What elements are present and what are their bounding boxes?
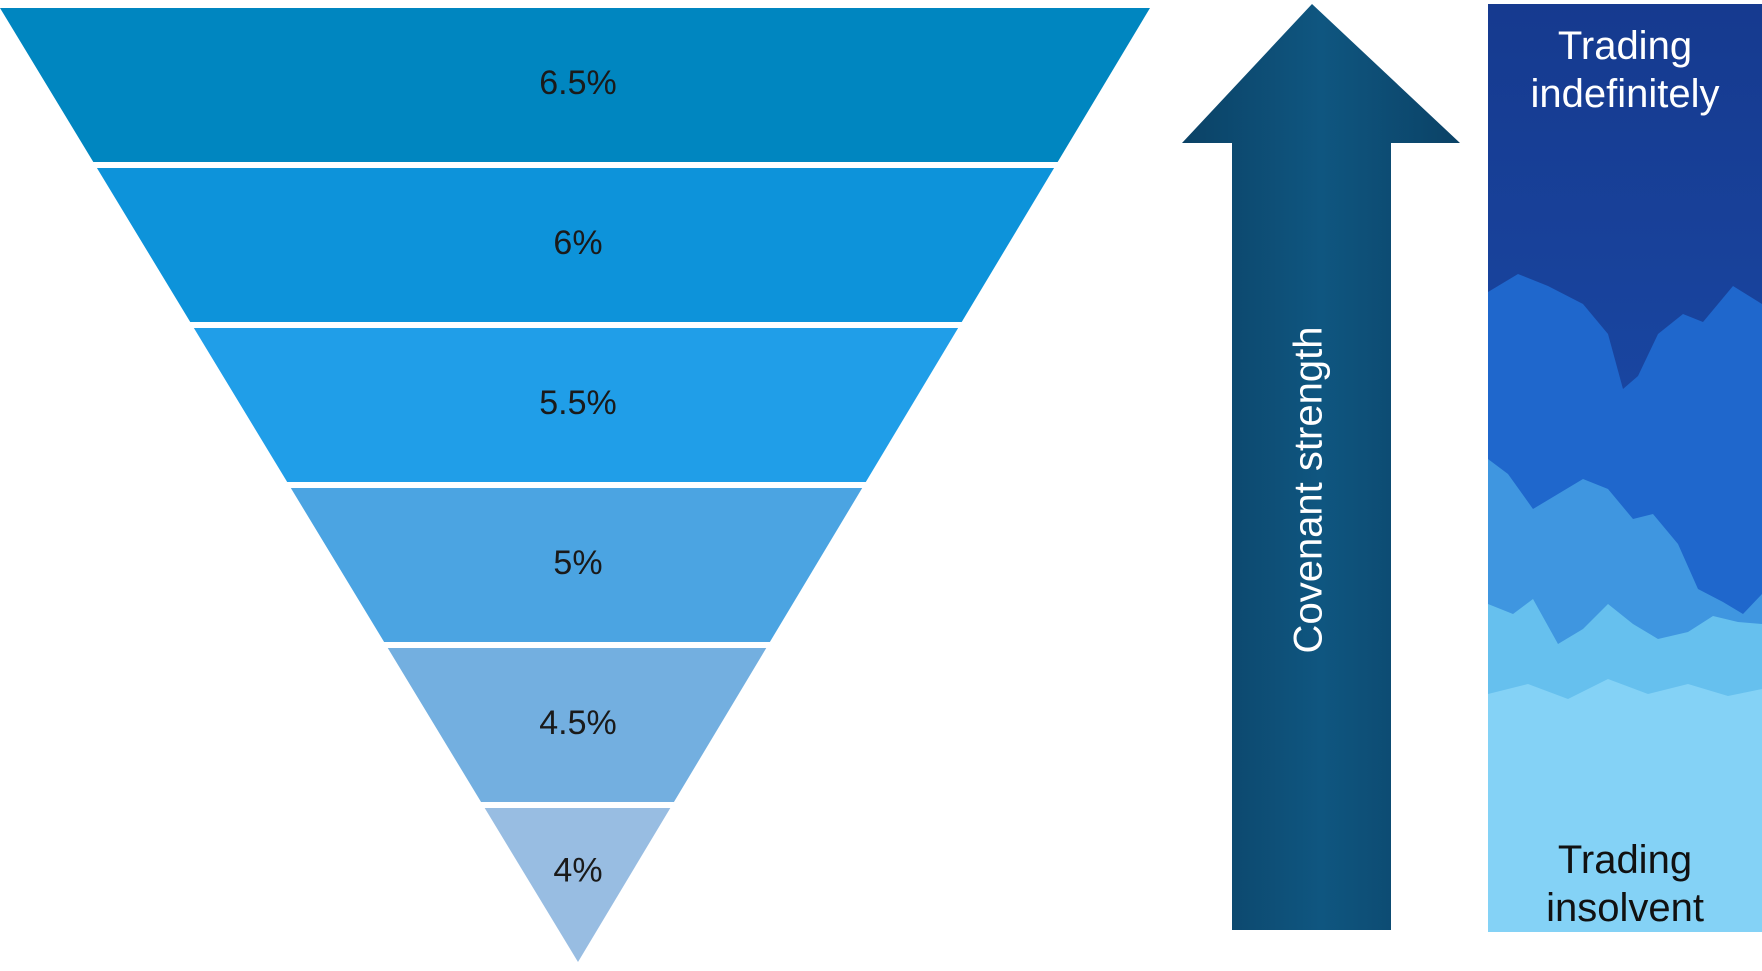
funnel-segment (193, 328, 959, 482)
funnel-segment (290, 488, 863, 642)
trading-insolvent-label: Trading insolvent (1546, 838, 1704, 930)
mountain-gradient-background (1488, 4, 1762, 932)
funnel-segment-label: 4% (553, 852, 602, 890)
covenant-strength-arrow: Covenant strength (1182, 4, 1460, 930)
funnel-segment (484, 808, 671, 962)
arrow-shape (1182, 4, 1460, 930)
funnel-segment-label: 5.5% (539, 384, 617, 422)
funnel-segment (387, 648, 767, 802)
funnel-segment (96, 168, 1055, 322)
solvency-scale: Trading indefinitely Trading insolvent (1488, 4, 1762, 932)
arrow-label: Covenant strength (1287, 327, 1331, 654)
trading-indefinitely-label: Trading indefinitely (1530, 24, 1720, 116)
funnel-segment-label: 6% (553, 224, 602, 262)
funnel-segment-label: 6.5% (539, 64, 617, 102)
funnel-segment-label: 4.5% (539, 704, 617, 742)
rate-funnel: 6.5% 6% 5.5% 5% 4.5% 4% (0, 8, 1150, 962)
funnel-segment (0, 8, 1150, 162)
funnel-segment-label: 5% (553, 544, 602, 582)
